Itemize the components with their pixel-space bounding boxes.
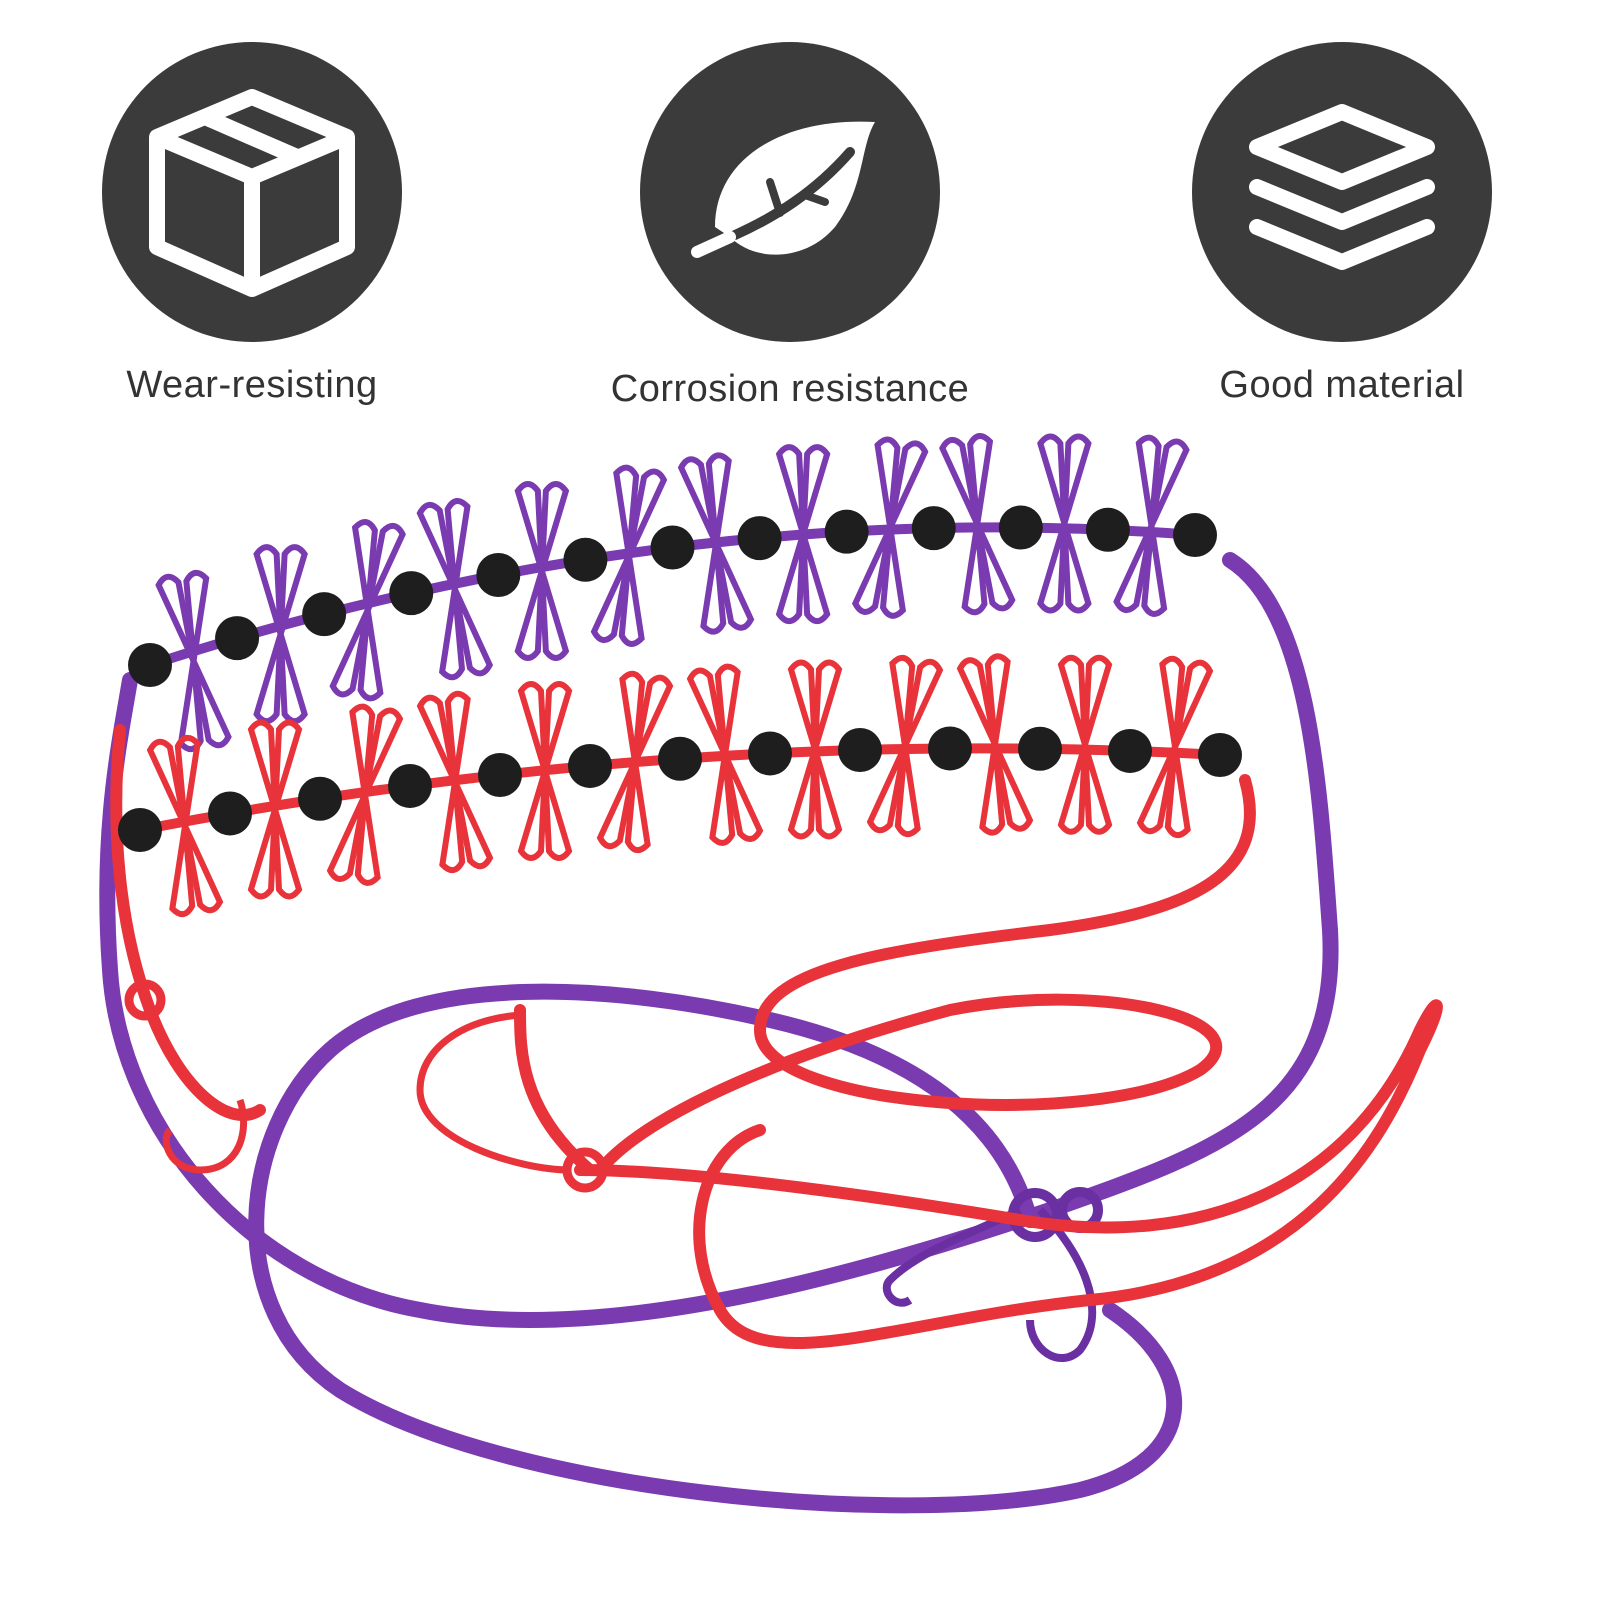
clothes-clip [939,433,1016,616]
feature-label: Corrosion resistance [610,368,970,410]
feature-good-material: Good material [1132,42,1552,407]
clothes-clip [677,452,755,635]
clothes-clip [1037,433,1092,614]
clothesline-product-image [99,433,1443,1514]
stopper-bead [748,731,792,776]
stopper-bead [1198,733,1242,777]
feature-label: Good material [1219,364,1465,406]
stopper-bead [476,553,521,597]
clothes-clip [866,654,944,838]
purple-cord [99,552,1339,1328]
stopper-bead [1173,513,1217,557]
stopper-bead [302,592,347,637]
clothes-clip [956,653,1034,836]
stopper-bead [298,776,342,821]
clothes-clip [686,663,764,846]
stopper-bead [1018,726,1062,771]
clothes-clip [590,464,668,647]
stopper-bead [1108,728,1152,773]
stopper-bead [208,791,252,836]
stopper-bead [118,808,162,852]
clothes-clip [326,703,404,886]
clothes-clip [416,498,494,681]
stopper-bead [824,509,869,554]
stopper-bead [215,616,260,661]
feature-label: Wear-resisting [126,364,378,406]
stopper-bead [1085,507,1130,552]
stopper-bead [388,763,432,808]
stopper-bead [928,726,972,771]
hook [416,1011,571,1174]
hook [162,1098,248,1174]
red-cord [594,774,1256,1176]
box-icon [149,89,355,297]
red-cord [110,724,266,1121]
feature-badge [640,42,940,342]
stopper-bead [737,516,782,561]
clothes-clip [1057,654,1113,835]
clothes-clip [851,436,929,619]
clothes-clip [596,670,674,854]
red-cord [574,999,1443,1349]
feature-badge [102,42,402,342]
stopper-bead [911,506,956,551]
clothes-clip [514,481,570,661]
cord-coil [124,979,166,1021]
purple-clip-row [128,433,1217,753]
stopper-bead [568,743,612,788]
stopper-bead [128,643,172,687]
leaf-icon [691,121,875,258]
clothes-clip [329,519,406,702]
stopper-bead [650,525,695,570]
red-cord [514,1004,596,1176]
clothes-clip [1136,655,1214,839]
clothes-clip [775,444,831,625]
feature-badge [1192,42,1492,342]
hook [882,1206,1022,1307]
feature-wear-resisting: Wear-resisting [42,42,462,407]
purple-cord [248,983,1183,1514]
layers-icon [1249,104,1435,270]
stopper-bead [563,537,608,582]
stopper-bead [998,505,1043,550]
clothes-clip [416,690,494,874]
red-clip-row [118,653,1242,918]
clothes-clip [517,681,573,861]
hook [1026,1207,1097,1362]
clothes-clip [787,659,843,840]
cord-coil [562,1147,608,1193]
clothes-clip [1113,434,1190,617]
clothes-clip [247,719,303,900]
stopper-bead [389,571,434,616]
feature-corrosion-resistance: Corrosion resistance [580,42,1000,411]
stopper-bead [658,736,702,781]
clothes-clip [146,734,224,918]
stopper-bead [838,728,882,772]
stopper-bead [478,753,522,797]
